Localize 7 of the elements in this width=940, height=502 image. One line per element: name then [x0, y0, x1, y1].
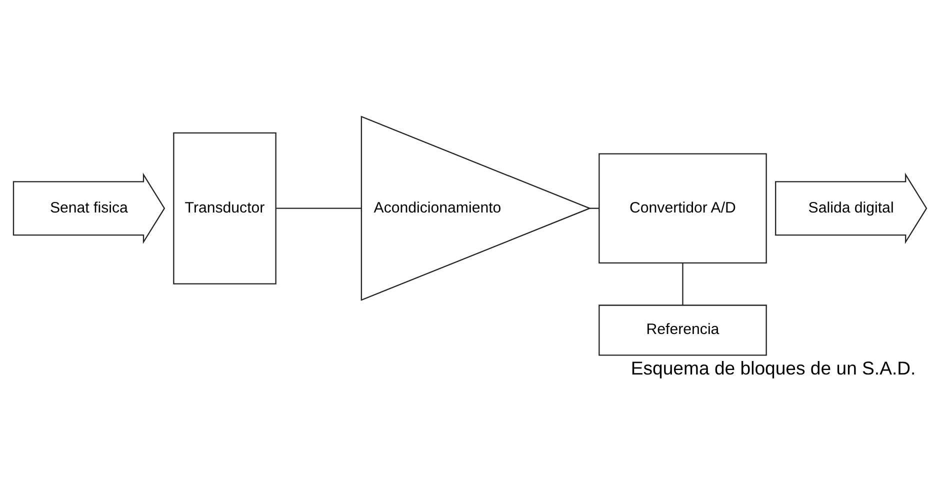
connector: [682, 263, 684, 305]
node-box: Transductor: [173, 132, 276, 284]
connector: [276, 208, 362, 209]
node-box: Referencia: [598, 304, 767, 356]
node-box: Convertidor A/D: [598, 153, 767, 264]
connector: [590, 208, 599, 209]
caption: Esquema de bloques de un S.A.D.: [630, 358, 916, 379]
